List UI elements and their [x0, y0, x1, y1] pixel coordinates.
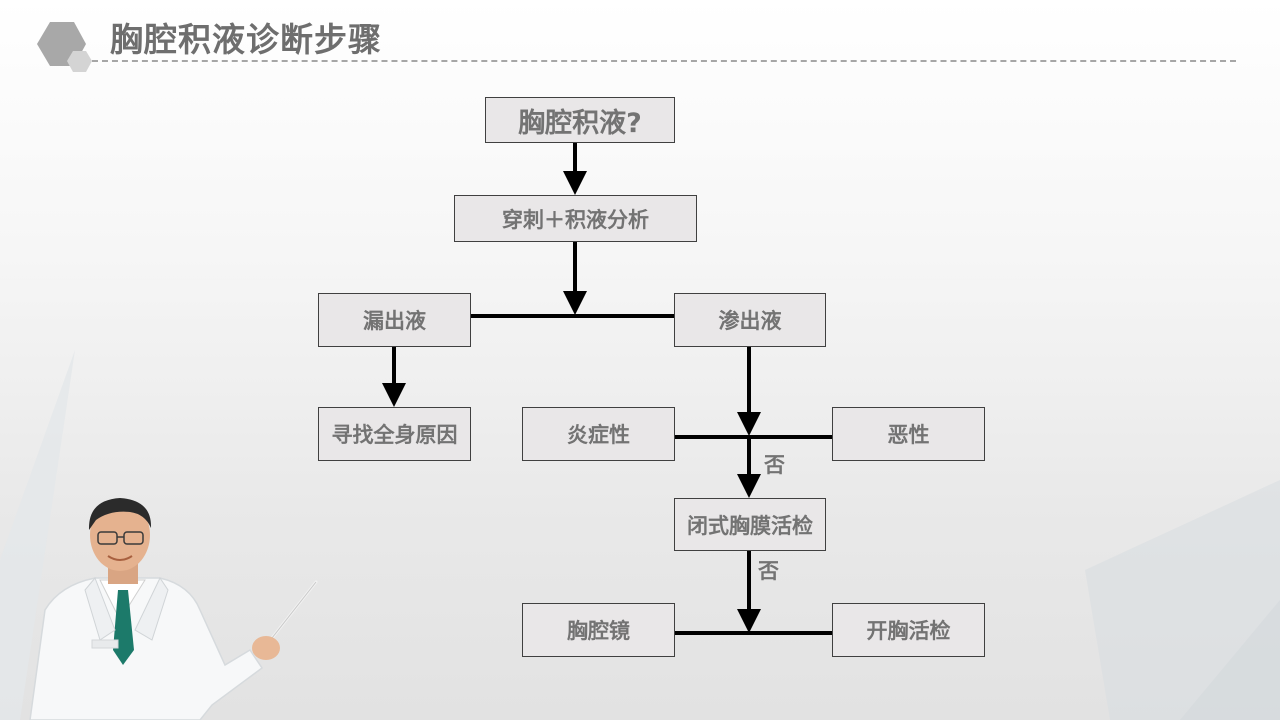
edge-label-no-2: 否: [758, 559, 779, 583]
node-thoracoscopy: 胸腔镜: [522, 603, 675, 657]
doctor-illustration: [29, 498, 318, 720]
header-hexagon-icon: [37, 22, 92, 72]
node-malignant: 恶性: [832, 407, 985, 461]
node-exudate: 渗出液: [674, 293, 826, 347]
node-open-thoracic-biopsy: 开胸活检: [832, 603, 985, 657]
title-divider: [92, 60, 1236, 62]
node-inflammatory: 炎症性: [522, 407, 675, 461]
page-title: 胸腔积液诊断步骤: [110, 20, 382, 59]
node-puncture-analysis: 穿刺＋积液分析: [454, 195, 697, 242]
node-systemic-cause: 寻找全身原因: [318, 407, 471, 461]
node-effusion: 胸腔积液?: [485, 97, 675, 143]
node-closed-pleural-biopsy: 闭式胸膜活检: [674, 498, 826, 551]
node-transudate: 漏出液: [318, 293, 471, 347]
edge-label-no-1: 否: [764, 453, 785, 477]
